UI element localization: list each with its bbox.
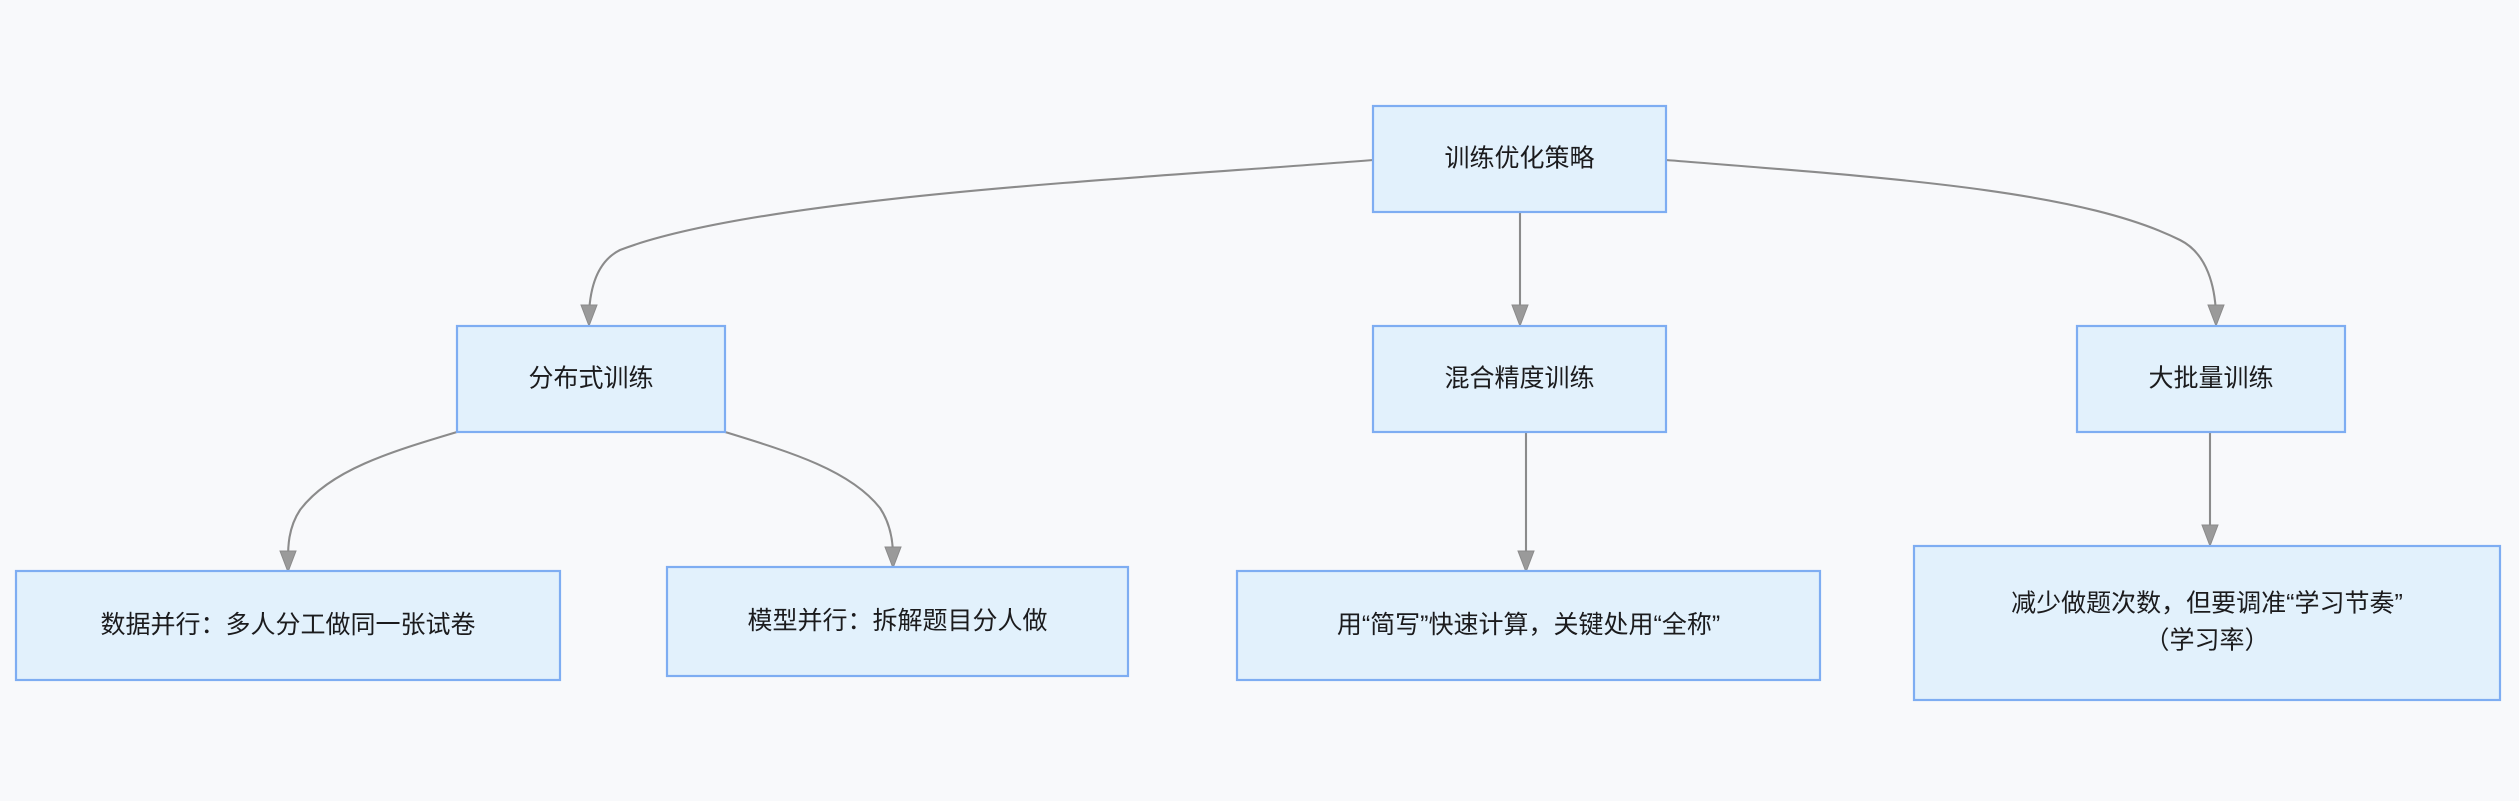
edge-distributed-to-data-parallel [279, 430, 458, 574]
node-leaf-large-batch-detail-label-line1: 减少做题次数，但要调准“学习节奏” [2011, 590, 2403, 618]
arrowhead-distributed-data-parallel [279, 550, 297, 574]
node-root-box[interactable] [1371, 104, 1668, 214]
node-leaf-data-parallel-label: 数据并行：多人分工做同一张试卷 [100, 611, 475, 639]
node-branch-large-batch-label: 大批量训练 [2148, 365, 2273, 393]
node-leaf-model-parallel-label: 模型并行：拆解题目分人做 [747, 607, 1047, 635]
node-leaf-mixed-precision-detail-box[interactable] [1235, 569, 1822, 682]
node-branch-large-batch[interactable]: 大批量训练 [2075, 324, 2347, 434]
arrowhead-distributed-model-parallel [884, 546, 902, 570]
node-branch-mixed-precision-label: 混合精度训练 [1444, 365, 1594, 393]
node-branch-distributed-label: 分布式训练 [528, 365, 653, 393]
node-leaf-large-batch-detail[interactable]: 减少做题次数，但要调准“学习节奏” （学习率） [1912, 544, 2502, 702]
edge-large-batch-to-detail [2201, 432, 2219, 548]
node-root[interactable]: 训练优化策略 [1371, 104, 1668, 214]
node-branch-distributed[interactable]: 分布式训练 [455, 324, 727, 434]
edge-mixed-to-detail [1517, 432, 1535, 574]
arrowhead-root-large-batch [2207, 304, 2225, 328]
node-leaf-model-parallel[interactable]: 模型并行：拆解题目分人做 [665, 565, 1130, 678]
node-leaf-large-batch-detail-box[interactable] [1912, 544, 2502, 702]
edge-path-root-distributed [587, 158, 1374, 315]
node-leaf-large-batch-detail-label-line2: （学习率） [2144, 627, 2269, 655]
edge-path-distributed-data-parallel [286, 430, 458, 561]
node-root-label: 训练优化策略 [1444, 145, 1594, 173]
node-leaf-mixed-precision-detail[interactable]: 用“简写”快速计算，关键处用“全称” [1235, 569, 1822, 682]
node-leaf-model-parallel-box[interactable] [665, 565, 1130, 678]
arrowhead-root-distributed [580, 304, 598, 328]
node-leaf-mixed-precision-detail-label: 用“简写”快速计算，关键处用“全称” [1337, 611, 1720, 639]
node-leaf-data-parallel-box[interactable] [14, 569, 562, 682]
edge-path-root-large-batch [1665, 158, 2218, 315]
node-branch-mixed-precision-box[interactable] [1371, 324, 1668, 434]
edge-group [279, 158, 2225, 574]
node-branch-mixed-precision[interactable]: 混合精度训练 [1371, 324, 1668, 434]
node-branch-distributed-box[interactable] [455, 324, 727, 434]
edge-root-to-distributed [580, 158, 1374, 328]
node-branch-large-batch-box[interactable] [2075, 324, 2347, 434]
node-leaf-data-parallel[interactable]: 数据并行：多人分工做同一张试卷 [14, 569, 562, 682]
edge-root-to-large-batch [1665, 158, 2225, 328]
edge-root-to-mixed-precision [1511, 212, 1529, 328]
arrowhead-root-mixed [1511, 304, 1529, 328]
arrowhead-mixed-detail [1517, 550, 1535, 574]
edge-path-distributed-model-parallel [724, 430, 895, 557]
edge-distributed-to-model-parallel [724, 430, 902, 570]
arrowhead-large-batch-detail [2201, 524, 2219, 548]
